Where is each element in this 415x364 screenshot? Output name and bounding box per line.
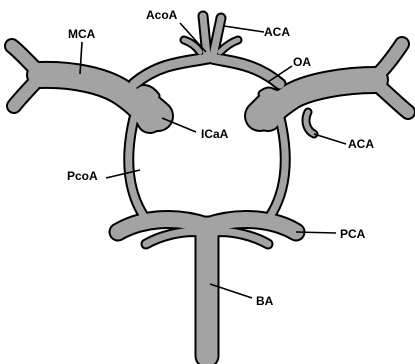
leader-pca (296, 232, 336, 233)
label-acoa: AcoA (146, 8, 178, 22)
leader-aca-top (224, 26, 264, 32)
label-icaa: ICaA (201, 127, 229, 141)
leader-aca-right (314, 134, 346, 144)
label-oa: OA (293, 55, 311, 69)
label-ba: BA (256, 294, 274, 308)
label-aca-right: ACA (348, 137, 374, 151)
label-mca: MCA (68, 27, 96, 41)
vessel-fills (12, 16, 408, 356)
label-pcoa: PcoA (67, 169, 98, 183)
label-pca: PCA (340, 227, 366, 241)
label-aca-top: ACA (264, 25, 290, 39)
